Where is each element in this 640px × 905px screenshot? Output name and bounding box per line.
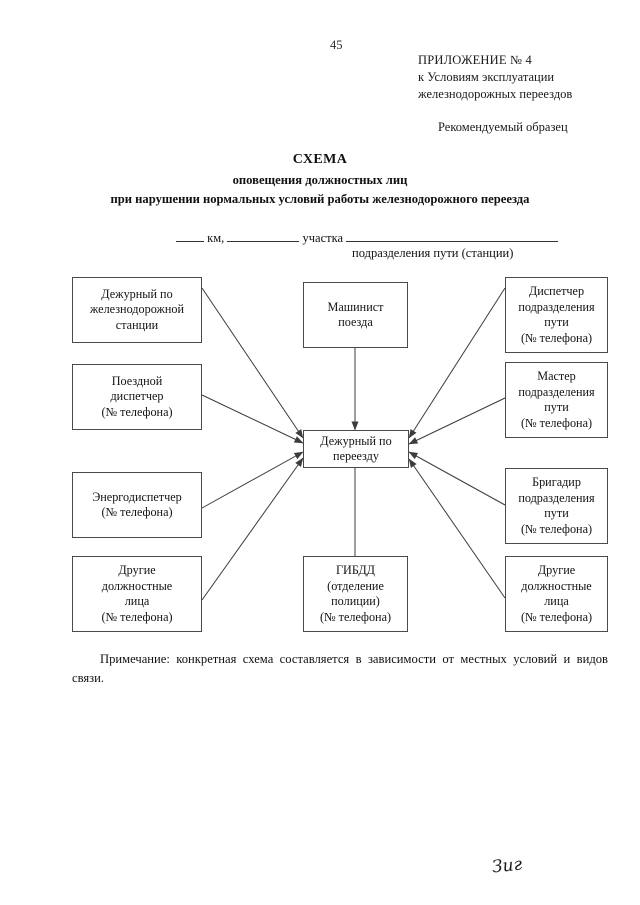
appendix-line-2: к Условиям эксплуатации xyxy=(418,70,555,84)
node-left-4-line-1: Другие xyxy=(118,563,156,577)
node-right-1-line-3: пути xyxy=(544,315,569,329)
node-right-4-line-2: должностные xyxy=(521,578,592,593)
node-left-1-line-1: Дежурный по xyxy=(101,286,173,301)
node-left-2-line-2: диспетчер xyxy=(110,389,164,404)
node-center-top-line-1: Машинист xyxy=(327,299,384,314)
node-right-3-line-2: подразделения xyxy=(518,490,595,505)
node-right-4[interactable]: Другие должностные лица (№ телефона) xyxy=(505,556,608,632)
node-right-2-line-4: (№ телефона) xyxy=(520,415,593,430)
node-right-3-line-1: Бригадир xyxy=(532,475,581,489)
fillin-line: км, участка xyxy=(176,229,559,246)
node-right-2-line-1: Мастер xyxy=(537,369,576,383)
node-left-2-line-3: (№ телефона) xyxy=(101,404,173,419)
node-left-1-line-3: станции xyxy=(115,317,159,332)
node-right-3-line-3: пути xyxy=(544,506,569,520)
node-center-top-line-2: поезда xyxy=(338,315,373,329)
node-left-4[interactable]: Другие должностные лица (№ телефона) xyxy=(72,556,202,632)
node-left-2-line-1: Поездной xyxy=(111,373,163,388)
node-right-3[interactable]: Бригадир подразделения пути (№ телефона) xyxy=(505,468,608,544)
node-right-4-line-3: лица xyxy=(544,594,569,608)
subdivision-blank-field[interactable] xyxy=(346,229,559,242)
node-right-2[interactable]: Мастер подразделения пути (№ телефона) xyxy=(505,362,608,438)
node-hub-crossing-attendant[interactable]: Дежурный по переезду xyxy=(303,430,409,468)
node-center-bottom-gibdd[interactable]: ГИБДД (отделение полиции) (№ телефона) xyxy=(303,556,408,632)
node-right-4-line-1: Другие xyxy=(537,563,576,577)
node-right-1[interactable]: Диспетчер подразделения пути (№ телефона… xyxy=(505,277,608,353)
footer-note: Примечание: конкретная схема составляетс… xyxy=(72,652,608,685)
node-right-4-line-4: (№ телефона) xyxy=(520,609,593,624)
appendix-reference: ПРИЛОЖЕНИЕ № 4 к Условиям эксплуатации ж… xyxy=(418,52,628,103)
node-right-1-line-1: Диспетчер xyxy=(528,284,585,298)
document-subtitle-1: оповещения должностных лиц xyxy=(232,173,408,187)
node-left-1-line-2: железнодорожной xyxy=(89,302,185,317)
node-left-1[interactable]: Дежурный по железнодорожной станции xyxy=(72,277,202,343)
node-left-3[interactable]: Энергодиспетчер (№ телефона) xyxy=(72,472,202,538)
fillin-caption: подразделения пути (станции) xyxy=(352,246,514,260)
node-right-1-line-4: (№ телефона) xyxy=(520,330,593,345)
node-left-3-line-1: Энергодиспетчер xyxy=(92,489,182,504)
sample-note: Рекомендуемый образец xyxy=(438,120,568,134)
km-label: км, xyxy=(207,231,225,245)
node-left-4-line-3: лица xyxy=(124,594,150,608)
node-right-1-line-2: подразделения xyxy=(518,299,595,314)
node-center-bottom-line-1: ГИБДД xyxy=(335,563,375,577)
page-number: 45 xyxy=(330,38,343,52)
appendix-title: ПРИЛОЖЕНИЕ № 4 xyxy=(418,53,532,67)
appendix-line-3: железнодорожных переездов xyxy=(418,87,573,101)
node-hub-line-1: Дежурный по xyxy=(320,433,392,448)
node-left-4-line-2: должностные xyxy=(101,578,173,593)
document-title: СХЕМА xyxy=(292,152,348,167)
node-left-2[interactable]: Поездной диспетчер (№ телефона) xyxy=(72,364,202,430)
node-left-4-line-4: (№ телефона) xyxy=(101,609,173,624)
node-hub-line-2: переезду xyxy=(333,449,379,463)
signature-mark: Зиг xyxy=(491,854,524,878)
node-left-3-line-2: (№ телефона) xyxy=(101,505,173,519)
document-subtitle-2: при нарушении нормальных условий работы … xyxy=(110,192,530,206)
node-center-bottom-line-4: (№ телефона) xyxy=(319,609,392,624)
km-blank-field[interactable] xyxy=(176,229,204,242)
node-right-2-line-3: пути xyxy=(544,400,569,414)
node-center-bottom-line-3: полиции) xyxy=(331,594,380,608)
node-center-top-driver[interactable]: Машинист поезда xyxy=(303,282,408,348)
node-right-2-line-2: подразделения xyxy=(518,384,595,399)
uchastok-label: участка xyxy=(302,231,344,245)
node-center-bottom-line-2: (отделение xyxy=(327,578,384,593)
node-right-3-line-4: (№ телефона) xyxy=(520,521,593,536)
uchastok-blank-field[interactable] xyxy=(227,229,300,242)
